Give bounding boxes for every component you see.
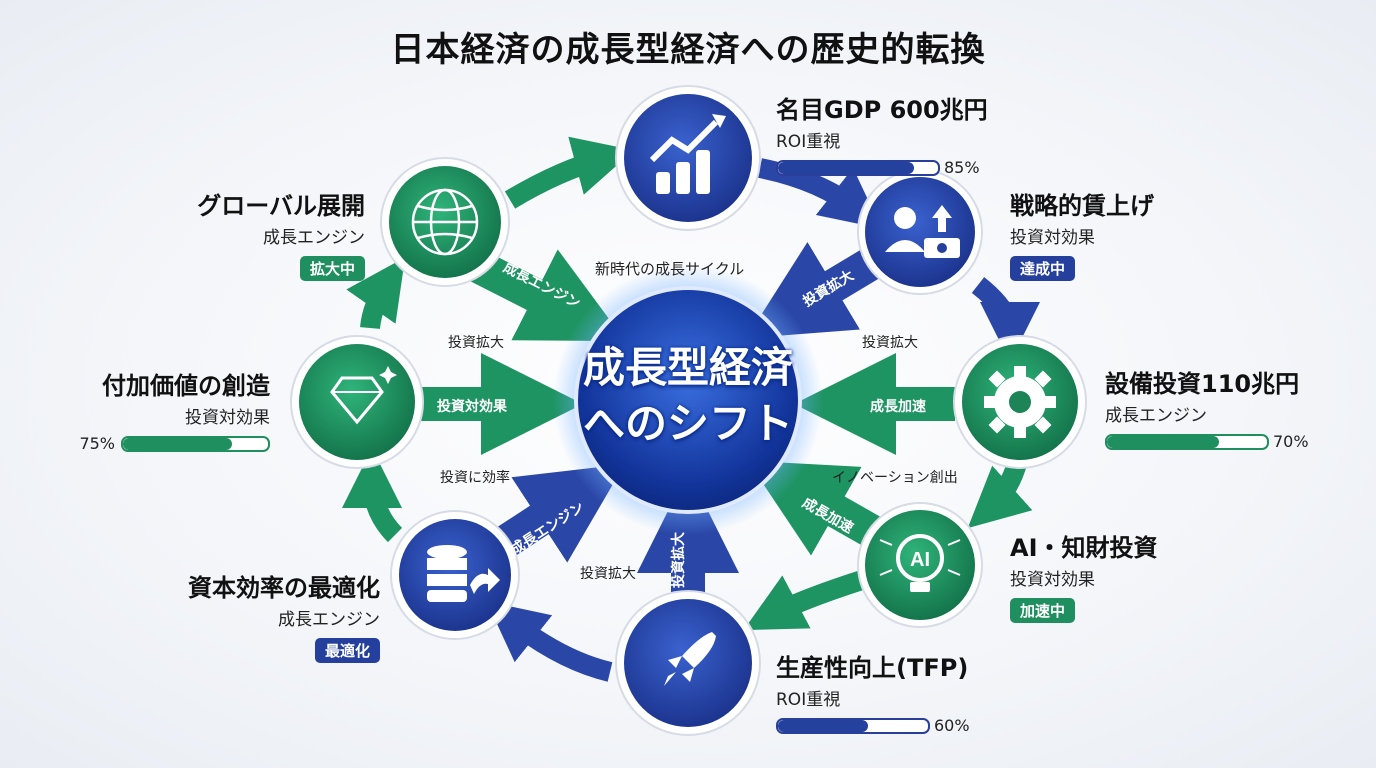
arrow-capital-to-value [342,448,403,543]
node-capex [953,335,1087,469]
arrow-wage-to-center [746,242,889,339]
person-money-icon [885,205,960,258]
progress-bar-gdp [776,159,940,176]
flow-label-left-upper: 投資拡大 [448,335,504,351]
status-badge-global: 拡大中 [299,256,365,281]
gear-icon [984,366,1056,438]
arrow-label-capex: 成長加速 [870,399,926,415]
cycle-label: 新時代の成長サイクル [595,260,745,278]
status-badge-ai: 加速中 [1010,598,1076,623]
outer-cycle-arrows [342,136,1040,682]
arrow-label-tfp: 投資拡大 [671,532,687,588]
label-wage: 戦略的賃上げ 投資対効果 達成中 [1010,186,1154,281]
node-ai: AI [857,502,983,628]
label-capex: 設備投資110兆円 成長エンジン 70% [1105,370,1309,451]
arrow-ai-to-center [747,460,887,556]
progress-bar-tfp [776,717,930,734]
flow-label-left-lower: 投資に効率 [440,470,510,486]
flow-label-bottom-left: 投資拡大 [580,566,636,582]
progress-bar-capex [1105,433,1269,450]
label-tfp: 生産性向上(TFP) ROI重視 60% [776,654,970,735]
arrow-global-to-gdp [504,136,634,209]
center-title: 成長型経済 へのシフト [582,343,793,448]
node-wage [857,169,983,295]
arrow-gdp-to-wage [757,158,882,229]
arrow-ai-to-tfp [743,570,866,631]
status-badge-capital: 最適化 [314,638,380,663]
status-badge-wage: 達成中 [1010,256,1076,281]
node-tfp [615,590,761,736]
diamond-icon [330,366,397,425]
node-gdp [615,85,761,231]
flow-label-right-upper: 投資拡大 [862,335,918,351]
globe-icon [411,188,479,256]
node-global [380,157,510,287]
progress-bar-value [121,435,270,452]
center-circle [574,286,802,514]
flow-label-right-lower: イノベーション創出 [832,470,958,486]
arrow-label-value: 投資対効果 [437,399,507,415]
database-arrow-icon [427,545,500,602]
page-title: 日本経済の成長型経済への歴史的転換 [390,30,986,70]
label-capital: 資本効率の最適化 成長エンジン 最適化 [120,568,380,663]
node-capital [390,510,520,640]
arrow-wage-to-capex [971,277,1040,362]
ai-bulb-icon: AI [879,534,961,592]
svg-text:AI: AI [910,549,930,571]
arrow-value-to-global [346,257,406,330]
growth-coins-icon [649,114,726,194]
label-gdp: 名目GDP 600兆円 ROI重視 85% [776,96,988,177]
arrow-global-to-center [462,246,626,342]
label-ai: AI・知財投資 投資対効果 加速中 [1010,528,1158,623]
node-value [290,335,424,469]
label-global: グローバル展開 成長エンジン 拡大中 [100,186,365,281]
arrow-tfp-to-capital [486,601,613,682]
rocket-icon [664,632,716,686]
label-value: 付加価値の創造 投資対効果 75% [79,372,270,453]
